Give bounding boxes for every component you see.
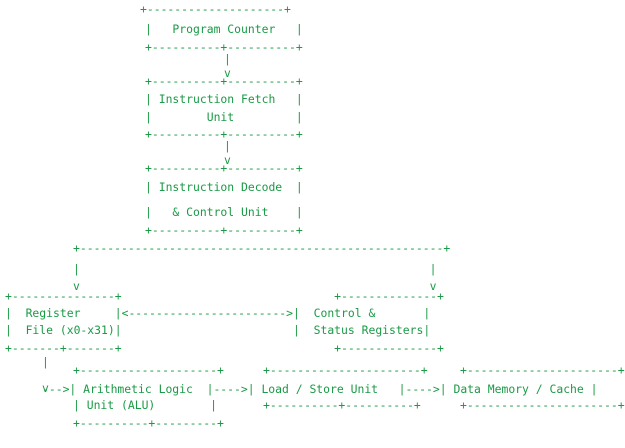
instruction-decode-box-line: | Instruction Decode | (145, 180, 303, 194)
instruction-fetch-box-line: | Instruction Fetch | (145, 92, 303, 106)
ascii-connector-arrowheads: v v (73, 279, 437, 293)
ascii-line: +----------+----------+ (145, 161, 303, 175)
ascii-line: +----------+----------+ (145, 40, 303, 54)
ascii-connector-line: | | (73, 262, 437, 276)
alu-top-border: +--------------------+ (73, 363, 224, 377)
ascii-line: +---------------+ +--------------+ (5, 289, 444, 303)
data-memory-top-border: +----------------------+ (460, 363, 625, 377)
load-store-bottom-border: +----------+----------+ (263, 398, 421, 412)
ascii-arrow-head: v (42, 381, 49, 395)
ascii-line: +----------+----------+ (145, 74, 303, 88)
ascii-arrow-line: | (224, 52, 231, 66)
ascii-arrow-line: | (224, 139, 231, 153)
register-file-control-status-line: | File (x0-x31)| | Status Registers| (5, 323, 431, 337)
data-memory-bottom-border: +----------------------+ (460, 398, 625, 412)
ascii-line: +--------------------+ (140, 2, 291, 16)
ascii-connector-line: +---------------------------------------… (73, 241, 451, 255)
instruction-fetch-box-line: | Unit | (145, 110, 303, 124)
ascii-line: +----------+----------+ (145, 223, 303, 237)
ascii-arrow-line: | (42, 355, 49, 369)
ascii-arrow-head: v (224, 153, 231, 167)
instruction-decode-box-line: | & Control Unit | (145, 205, 303, 219)
load-store-top-border: +----------------------+ (263, 363, 428, 377)
alu-bottom-border: +----------+---------+ (73, 416, 224, 430)
ascii-line: +-------+-------+ +--------------+ (5, 341, 444, 355)
ascii-arrow-head: v (224, 66, 231, 80)
register-file-control-status-line: | Register |<----------------------->| C… (5, 306, 431, 320)
program-counter-box-line: | Program Counter | (145, 22, 303, 36)
bottom-flow-line: --->| Arithmetic Logic |---->| Load / St… (42, 382, 598, 396)
alu-box-line: | Unit (ALU) | (73, 398, 218, 412)
ascii-line: +----------+----------+ (145, 127, 303, 141)
